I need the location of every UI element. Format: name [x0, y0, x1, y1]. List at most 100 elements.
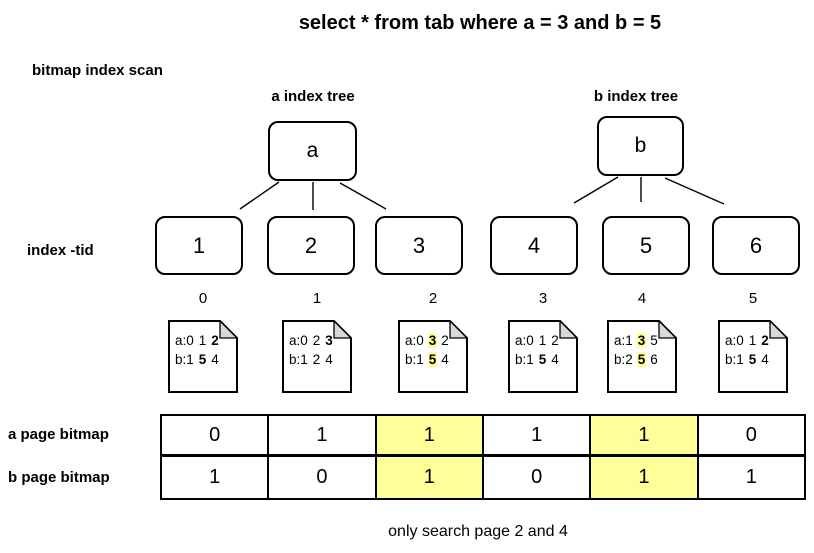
bitmap-cell-highlighted: 1 — [589, 455, 699, 500]
tid-value: b:1 — [515, 352, 534, 367]
bitmap-cell-highlighted: 1 — [589, 414, 699, 456]
page-doc-icon — [168, 320, 238, 393]
bitmap-cell: 0 — [481, 455, 592, 500]
a-index-tree-label: a index tree — [271, 88, 355, 105]
tid-value: 5 — [748, 352, 757, 367]
tid-value: 6 — [650, 352, 658, 367]
bitmap-cell: 0 — [267, 455, 377, 500]
index-tid-label: index -tid — [27, 242, 94, 259]
tid-value: 2 — [312, 352, 321, 367]
tid-value: 5 — [198, 352, 207, 367]
tid-value: a:1 — [614, 333, 633, 348]
tid-value: 3 — [325, 333, 333, 348]
bitmap-index-scan-label: bitmap index scan — [32, 62, 163, 79]
tree-leaf-node: 5 — [602, 216, 690, 275]
tid-value: b:1 — [725, 352, 744, 367]
tid-value: a:0 — [725, 333, 744, 348]
bitmap-cell-highlighted: 1 — [374, 455, 484, 500]
tid-value: 4 — [551, 352, 559, 367]
tree-leaf-node: 6 — [712, 216, 800, 275]
tid-value: 4 — [325, 352, 333, 367]
tree-leaf-node: 4 — [490, 216, 578, 275]
bitmap-cell: 1 — [481, 414, 592, 456]
matched-tid-value: 5 — [427, 352, 438, 367]
b-index-tree-label: b index tree — [593, 88, 679, 105]
bitmap-cell: 1 — [160, 455, 270, 500]
tid-value: 5 — [538, 352, 547, 367]
tid-value: 1 — [538, 333, 547, 348]
tid-value: a:0 — [405, 333, 424, 348]
page-number: 4 — [637, 290, 647, 307]
page-number: 0 — [198, 290, 208, 307]
tid-value: 2 — [551, 333, 559, 348]
tid-value: b:1 — [175, 352, 194, 367]
matched-tid-value: 3 — [636, 333, 647, 348]
tid-value: 5 — [650, 333, 658, 348]
page-number: 2 — [428, 290, 438, 307]
tree-leaf-node: 1 — [155, 216, 243, 275]
tid-value: 4 — [441, 352, 449, 367]
bitmap-row-label: b page bitmap — [8, 469, 110, 486]
tid-value: b:1 — [289, 352, 308, 367]
tid-value: 2 — [441, 333, 449, 348]
bitmap-cell: 1 — [696, 455, 806, 500]
tid-value: 4 — [761, 352, 769, 367]
bitmap-cell: 1 — [267, 414, 377, 456]
tree-leaf-node: 3 — [375, 216, 463, 275]
page-doc-icon — [508, 320, 578, 393]
tid-value: 2 — [211, 333, 219, 348]
bitmap-cell-highlighted: 1 — [374, 414, 484, 456]
tree-root-node-b: b — [597, 116, 684, 176]
tid-value: a:0 — [289, 333, 308, 348]
tid-value: b:2 — [614, 352, 633, 367]
bitmap-cell: 0 — [160, 414, 270, 456]
tid-value: a:0 — [175, 333, 194, 348]
tree-root-node-a: a — [268, 121, 357, 181]
page-doc-icon — [718, 320, 788, 393]
page-number: 3 — [538, 290, 548, 307]
page-doc-icon — [282, 320, 352, 393]
footer-note: only search page 2 and 4 — [388, 523, 568, 540]
bitmap-row-label: a page bitmap — [8, 426, 109, 443]
tree-leaf-node: 2 — [267, 216, 355, 275]
page-number: 1 — [312, 290, 322, 307]
matched-tid-value: 3 — [427, 333, 438, 348]
tid-value: 1 — [748, 333, 757, 348]
bitmap-cell: 0 — [696, 414, 806, 456]
tid-value: b:1 — [405, 352, 424, 367]
tid-value: 4 — [211, 352, 219, 367]
tid-value: a:0 — [515, 333, 534, 348]
matched-tid-value: 5 — [636, 352, 647, 367]
tid-value: 2 — [761, 333, 769, 348]
tid-value: 1 — [198, 333, 207, 348]
tid-value: 2 — [312, 333, 321, 348]
query-title: select * from tab where a = 3 and b = 5 — [298, 12, 662, 34]
